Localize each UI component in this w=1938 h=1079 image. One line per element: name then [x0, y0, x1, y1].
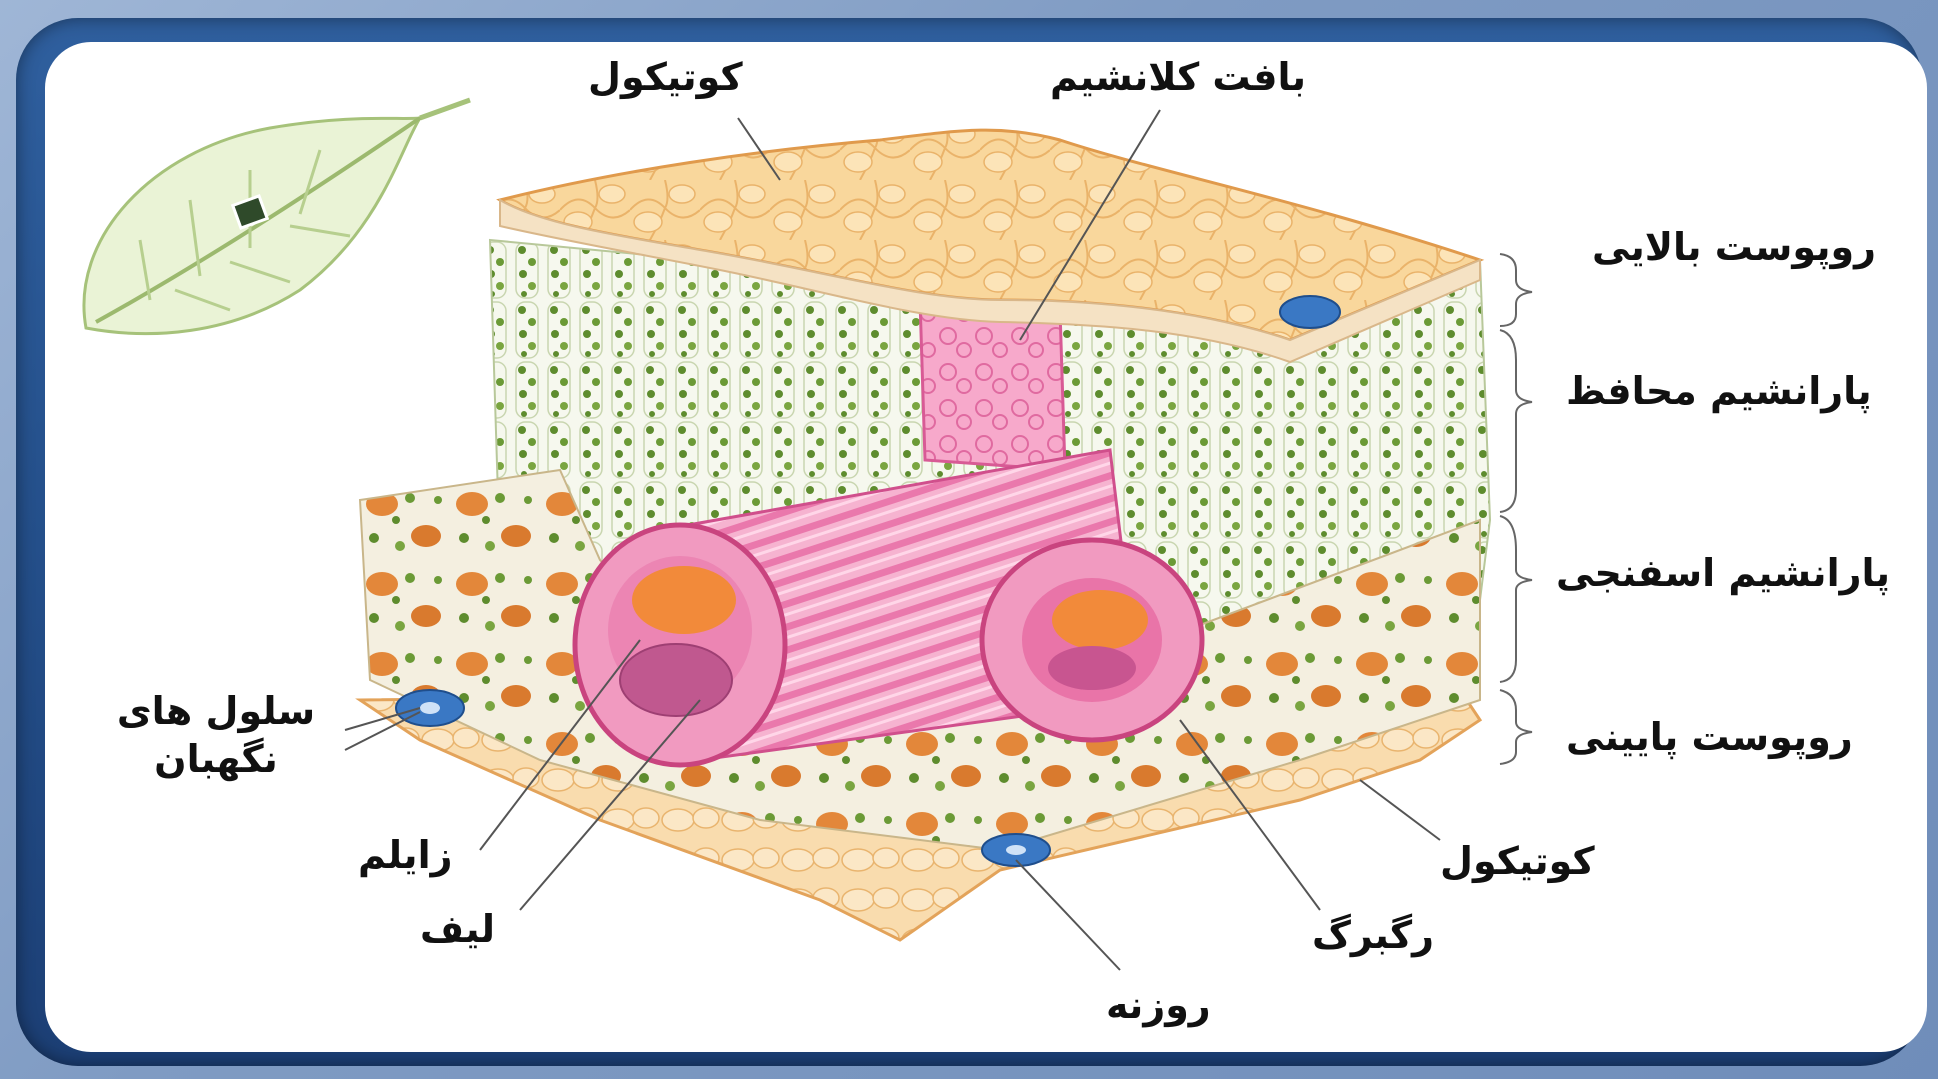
label-collenchyma: بافت کلانشیم [1050, 58, 1306, 96]
label-vein: رگبرگ [1312, 916, 1434, 954]
guard-cells-left [396, 690, 464, 726]
label-xylem: زایلم [358, 836, 452, 874]
leaf-icon [84, 100, 470, 334]
label-stomata: روزنه [1106, 986, 1211, 1024]
label-fiber: لیف [420, 910, 495, 948]
layer-braces [1500, 254, 1532, 764]
label-cuticle-bottom: کوتیکول [1440, 842, 1595, 880]
label-lower-epidermis: روپوست پایینی [1566, 718, 1853, 756]
label-cuticle-top: کوتیکول [588, 58, 743, 96]
collenchyma-tissue [920, 300, 1065, 470]
label-palisade: پارانشیم محافظ [1566, 372, 1872, 410]
label-guard-cells: سلول های نگهبان [96, 688, 336, 783]
label-spongy: پارانشیم اسفنجی [1556, 554, 1890, 592]
label-upper-epidermis: روپوست بالایی [1592, 228, 1876, 266]
